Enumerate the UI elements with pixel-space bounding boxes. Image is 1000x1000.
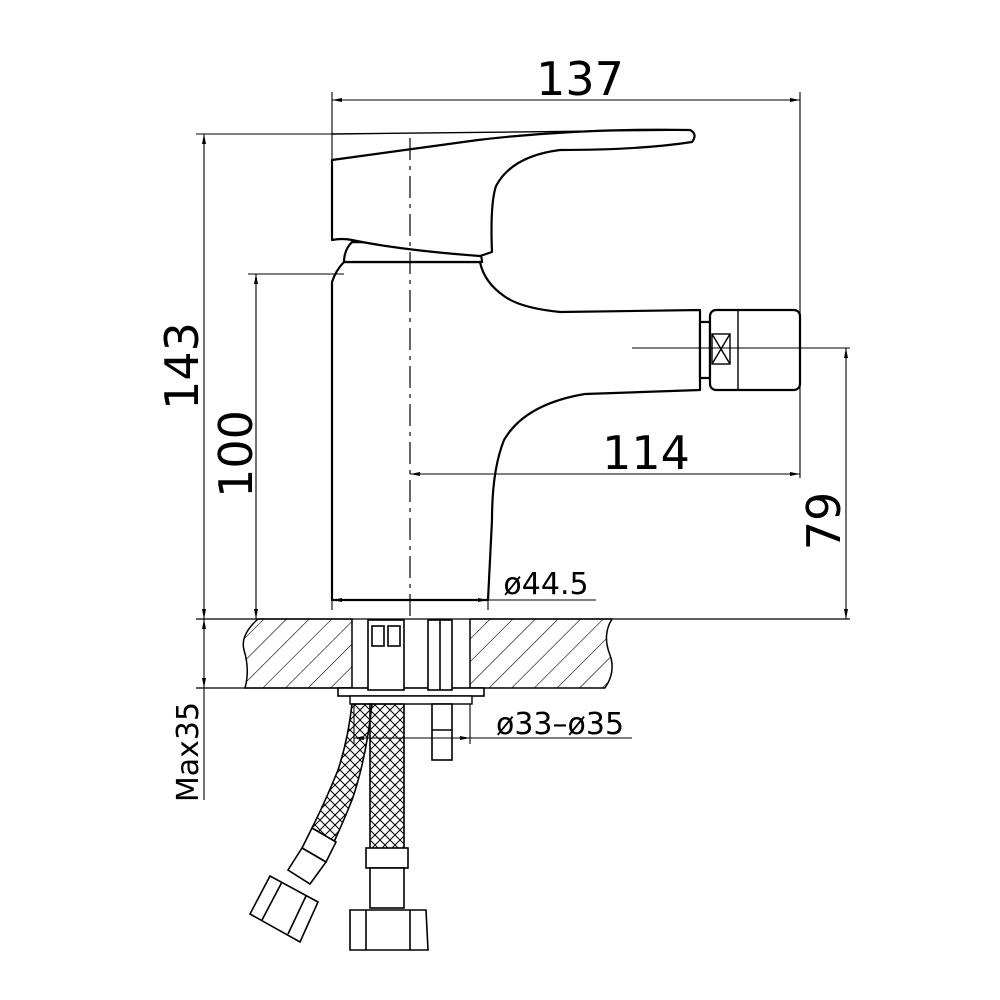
dim-body-height-label: 100 (209, 410, 263, 498)
countertop-right (469, 618, 614, 689)
base-ring (337, 687, 485, 697)
faucet-body (330, 128, 802, 602)
dim-hole-diameter-label: ø33–ø35 (496, 707, 624, 742)
handle-top-edge (331, 129, 691, 135)
dim-total-width-label: 137 (536, 52, 624, 106)
dim-counter-thickness-label: Max35 (171, 702, 206, 802)
outlet-nut-small (698, 320, 712, 380)
hose-straight-ferrule (365, 847, 409, 869)
outlet-details (711, 310, 739, 390)
mounting-shank (367, 619, 453, 761)
threaded-stud (431, 703, 453, 761)
flexible-hoses (248, 703, 429, 951)
hose-straight (369, 703, 405, 851)
dim-total-height-label: 143 (155, 322, 209, 410)
lever-handle (330, 128, 696, 258)
dim-outlet-height-label: 79 (797, 492, 851, 551)
hose-bent (310, 703, 373, 844)
dim-spout-reach-label: 114 (602, 426, 690, 480)
hose-straight-nut (349, 909, 429, 951)
base-plate (349, 695, 473, 705)
countertop-section (242, 618, 614, 689)
dim-base-diameter-label: ø44.5 (503, 567, 588, 602)
dimension-lines (196, 92, 848, 800)
countertop-left (242, 618, 353, 689)
hose-bent-nut (248, 874, 320, 944)
